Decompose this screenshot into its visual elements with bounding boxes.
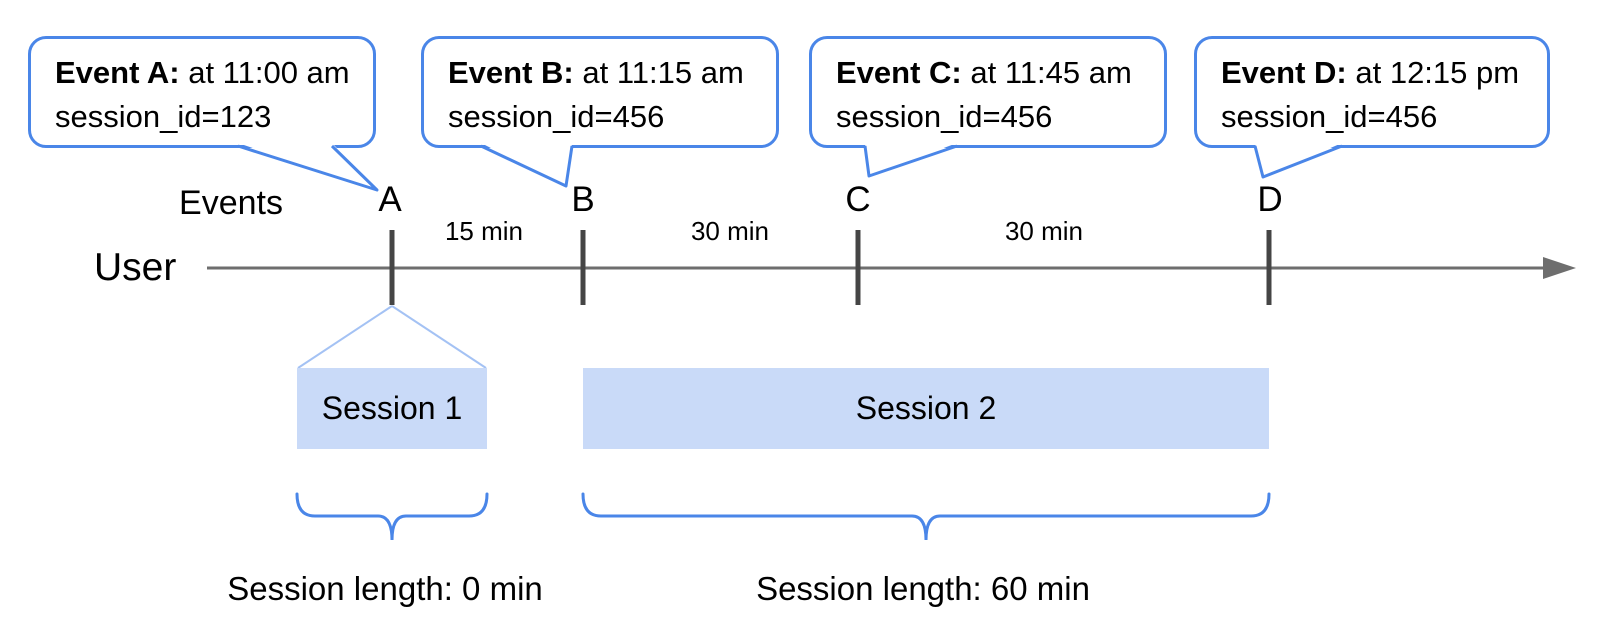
session1-length-label: Session length: 0 min <box>227 570 543 607</box>
session2-label: Session 2 <box>855 390 997 426</box>
callout-c-tail-icon <box>863 144 958 178</box>
interval-label-cd: 30 min <box>1004 216 1084 246</box>
session1-funnel-right-line <box>391 305 487 369</box>
callout-event-a: Event A: at 11:00 am session_id=123 <box>28 36 376 148</box>
event-marker-c: C <box>845 180 871 219</box>
user-axis-label: User <box>94 246 177 289</box>
callout-d-tail-icon <box>1253 144 1343 179</box>
event-marker-b: B <box>571 180 595 219</box>
callout-event-d-line1: Event D: at 12:15 pm <box>1221 51 1547 95</box>
events-axis-label: Events <box>179 184 283 222</box>
callout-event-b: Event B: at 11:15 am session_id=456 <box>421 36 779 148</box>
session1-brace <box>295 492 489 541</box>
callout-event-d-time: at 12:15 pm <box>1346 55 1520 90</box>
interval-label-bc: 30 min <box>690 216 770 246</box>
session2-length-label: Session length: 60 min <box>756 570 1090 607</box>
callout-event-b-line1: Event B: at 11:15 am <box>448 51 776 95</box>
callout-event-b-time: at 11:15 am <box>573 55 744 90</box>
callout-event-a-session-id: session_id=123 <box>55 99 272 134</box>
event-marker-a: A <box>378 180 402 219</box>
callout-d-tail-fill <box>1255 143 1342 177</box>
callout-event-d-session-id: session_id=456 <box>1221 99 1438 134</box>
event-marker-d: D <box>1257 180 1283 219</box>
callout-event-c-time: at 11:45 am <box>961 55 1132 90</box>
callout-event-d-title: Event D: <box>1221 55 1347 90</box>
callout-event-c-session-id: session_id=456 <box>836 99 1053 134</box>
session2-bar: Session 2 <box>583 368 1269 449</box>
callout-event-a-title: Event A: <box>55 55 180 90</box>
session1-label: Session 1 <box>321 390 463 426</box>
timeline-arrowhead-icon <box>1543 257 1576 279</box>
callout-event-c-title: Event C: <box>836 55 962 90</box>
callout-event-a-time: at 11:00 am <box>179 55 350 90</box>
session2-brace <box>581 492 1271 541</box>
callout-event-c: Event C: at 11:45 am session_id=456 <box>809 36 1167 148</box>
callout-event-a-line1: Event A: at 11:00 am <box>55 51 373 95</box>
callout-event-b-title: Event B: <box>448 55 574 90</box>
interval-label-ab: 15 min <box>444 216 524 246</box>
callout-event-b-session-id: session_id=456 <box>448 99 665 134</box>
callout-event-d: Event D: at 12:15 pm session_id=456 <box>1194 36 1550 148</box>
callout-event-c-line1: Event C: at 11:45 am <box>836 51 1164 95</box>
session1-bar: Session 1 <box>297 368 487 449</box>
session1-funnel-left-line <box>297 305 393 369</box>
